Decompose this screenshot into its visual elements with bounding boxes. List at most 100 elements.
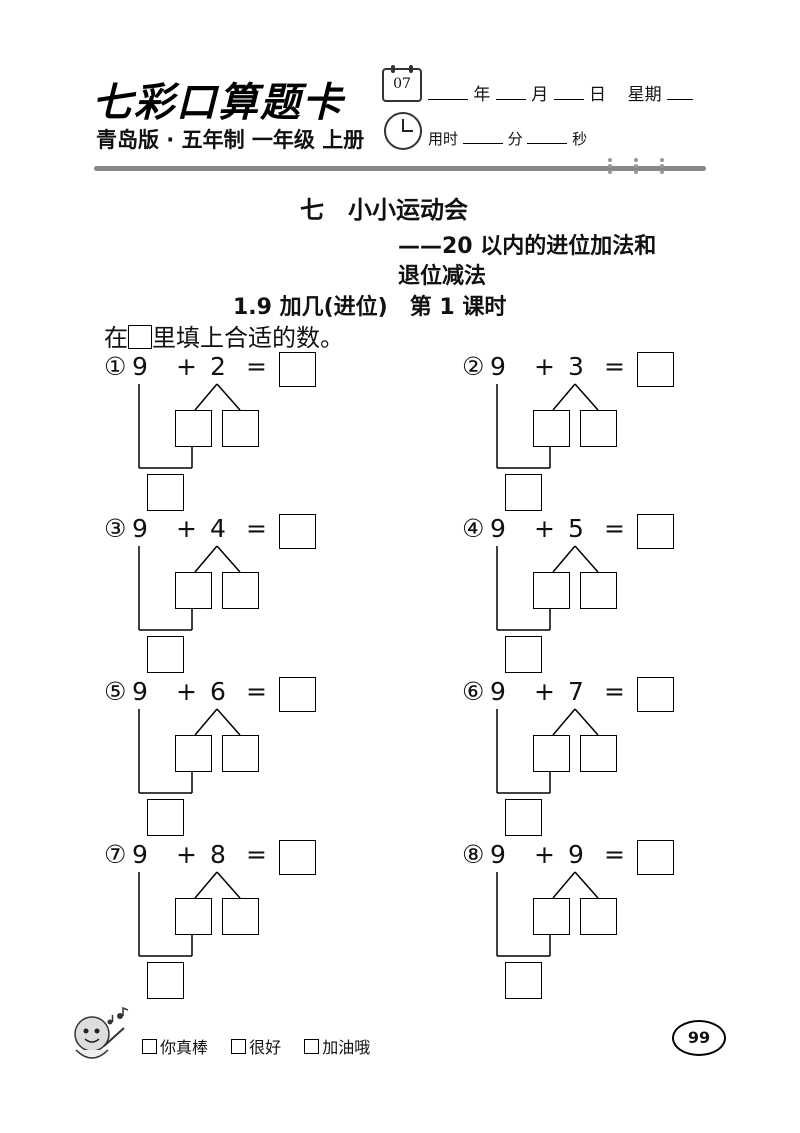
split-box-left[interactable] <box>533 898 570 935</box>
problem-index: ② <box>462 352 485 381</box>
connector-line <box>216 871 241 899</box>
answer-box[interactable] <box>637 840 674 875</box>
split-box-left[interactable] <box>533 735 570 772</box>
rating-option-good[interactable]: 很好 <box>231 1038 281 1057</box>
make-ten-box[interactable] <box>147 962 184 999</box>
make-ten-box[interactable] <box>505 474 542 511</box>
problem-index: ① <box>104 352 127 381</box>
plus-sign: + <box>176 352 197 381</box>
split-box-right[interactable] <box>222 898 259 935</box>
header-divider <box>94 166 706 171</box>
addend-a: 9 <box>132 352 148 381</box>
connector-line <box>574 383 599 411</box>
split-box-left[interactable] <box>533 572 570 609</box>
workbook-title: 七彩口算题卡 <box>92 79 344 126</box>
rating-option-keep-going[interactable]: 加油哦 <box>304 1038 370 1057</box>
plus-sign: + <box>534 514 555 543</box>
clock-icon <box>384 112 422 150</box>
make-ten-box[interactable] <box>147 474 184 511</box>
answer-box[interactable] <box>279 352 316 387</box>
checkbox-icon[interactable] <box>231 1039 247 1054</box>
addend-a: 9 <box>490 514 506 543</box>
split-box-right[interactable] <box>222 410 259 447</box>
split-box-right[interactable] <box>580 572 617 609</box>
split-box-left[interactable] <box>175 410 212 447</box>
split-box-right[interactable] <box>222 572 259 609</box>
date-year-label: 年 <box>473 85 491 105</box>
equals-sign: = <box>246 352 267 381</box>
split-box-left[interactable] <box>175 735 212 772</box>
answer-box[interactable] <box>279 677 316 712</box>
answer-box[interactable] <box>279 840 316 875</box>
addend-a: 9 <box>490 840 506 869</box>
addend-a: 9 <box>132 840 148 869</box>
checkbox-icon[interactable] <box>304 1039 320 1054</box>
addend-b: 7 <box>568 677 584 706</box>
plus-sign: + <box>534 352 555 381</box>
make-ten-box[interactable] <box>147 799 184 836</box>
equals-sign: = <box>604 840 625 869</box>
make-ten-box[interactable] <box>505 962 542 999</box>
connector-line <box>552 708 576 736</box>
connector-line <box>574 708 599 736</box>
decomposition-lines <box>496 545 599 631</box>
connector-line <box>216 545 241 573</box>
split-box-right[interactable] <box>580 735 617 772</box>
make-ten-box[interactable] <box>147 636 184 673</box>
split-box-right[interactable] <box>580 410 617 447</box>
split-box-left[interactable] <box>175 898 212 935</box>
addend-a: 9 <box>490 352 506 381</box>
equals-sign: = <box>604 514 625 543</box>
date-line: 年 月 日 星期 <box>428 80 694 105</box>
make-ten-box[interactable] <box>505 799 542 836</box>
decomposition-lines <box>496 871 599 957</box>
divider-dots <box>608 158 612 180</box>
plus-sign: + <box>176 840 197 869</box>
divider-dots <box>660 158 664 180</box>
problem-index: ③ <box>104 514 127 543</box>
date-month-label: 月 <box>531 85 549 105</box>
split-box-right[interactable] <box>580 898 617 935</box>
make-ten-box[interactable] <box>505 636 542 673</box>
plus-sign: + <box>534 840 555 869</box>
answer-box[interactable] <box>279 514 316 549</box>
problem-index: ⑥ <box>462 677 485 706</box>
split-box-right[interactable] <box>222 735 259 772</box>
split-box-left[interactable] <box>175 572 212 609</box>
seconds-label: 秒 <box>572 130 588 148</box>
date-day-label: 日 <box>589 85 607 105</box>
instruction: 在里填上合适的数。 <box>104 318 344 353</box>
connector-line <box>194 708 218 736</box>
equals-sign: = <box>604 352 625 381</box>
addend-b: 2 <box>210 352 226 381</box>
divider-dots <box>634 158 638 180</box>
self-rating: 你真棒 很好 加油哦 <box>142 1034 388 1058</box>
connector-line <box>216 383 241 411</box>
addend-a: 9 <box>490 677 506 706</box>
answer-box[interactable] <box>637 677 674 712</box>
connector-line <box>552 545 576 573</box>
connector-line <box>574 545 599 573</box>
instruction-after: 里填上合适的数。 <box>152 324 344 352</box>
split-box-left[interactable] <box>533 410 570 447</box>
connector-line <box>194 383 218 411</box>
equals-sign: = <box>604 677 625 706</box>
connector-line <box>552 871 576 899</box>
decomposition-lines <box>496 708 599 794</box>
checkbox-icon[interactable] <box>142 1039 157 1054</box>
chapter-subtitle-line1: ——20 以内的进位加法和 <box>398 234 657 259</box>
time-used-label: 用时 <box>428 130 459 148</box>
plus-sign: + <box>534 677 555 706</box>
rating-option-great[interactable]: 你真棒 <box>142 1038 208 1057</box>
connector-line <box>552 383 576 411</box>
answer-box[interactable] <box>637 352 674 387</box>
mascot-illustration <box>66 1006 136 1072</box>
answer-box[interactable] <box>637 514 674 549</box>
chapter-subtitle-line2: 退位减法 <box>398 264 487 289</box>
connector-line <box>216 708 241 736</box>
